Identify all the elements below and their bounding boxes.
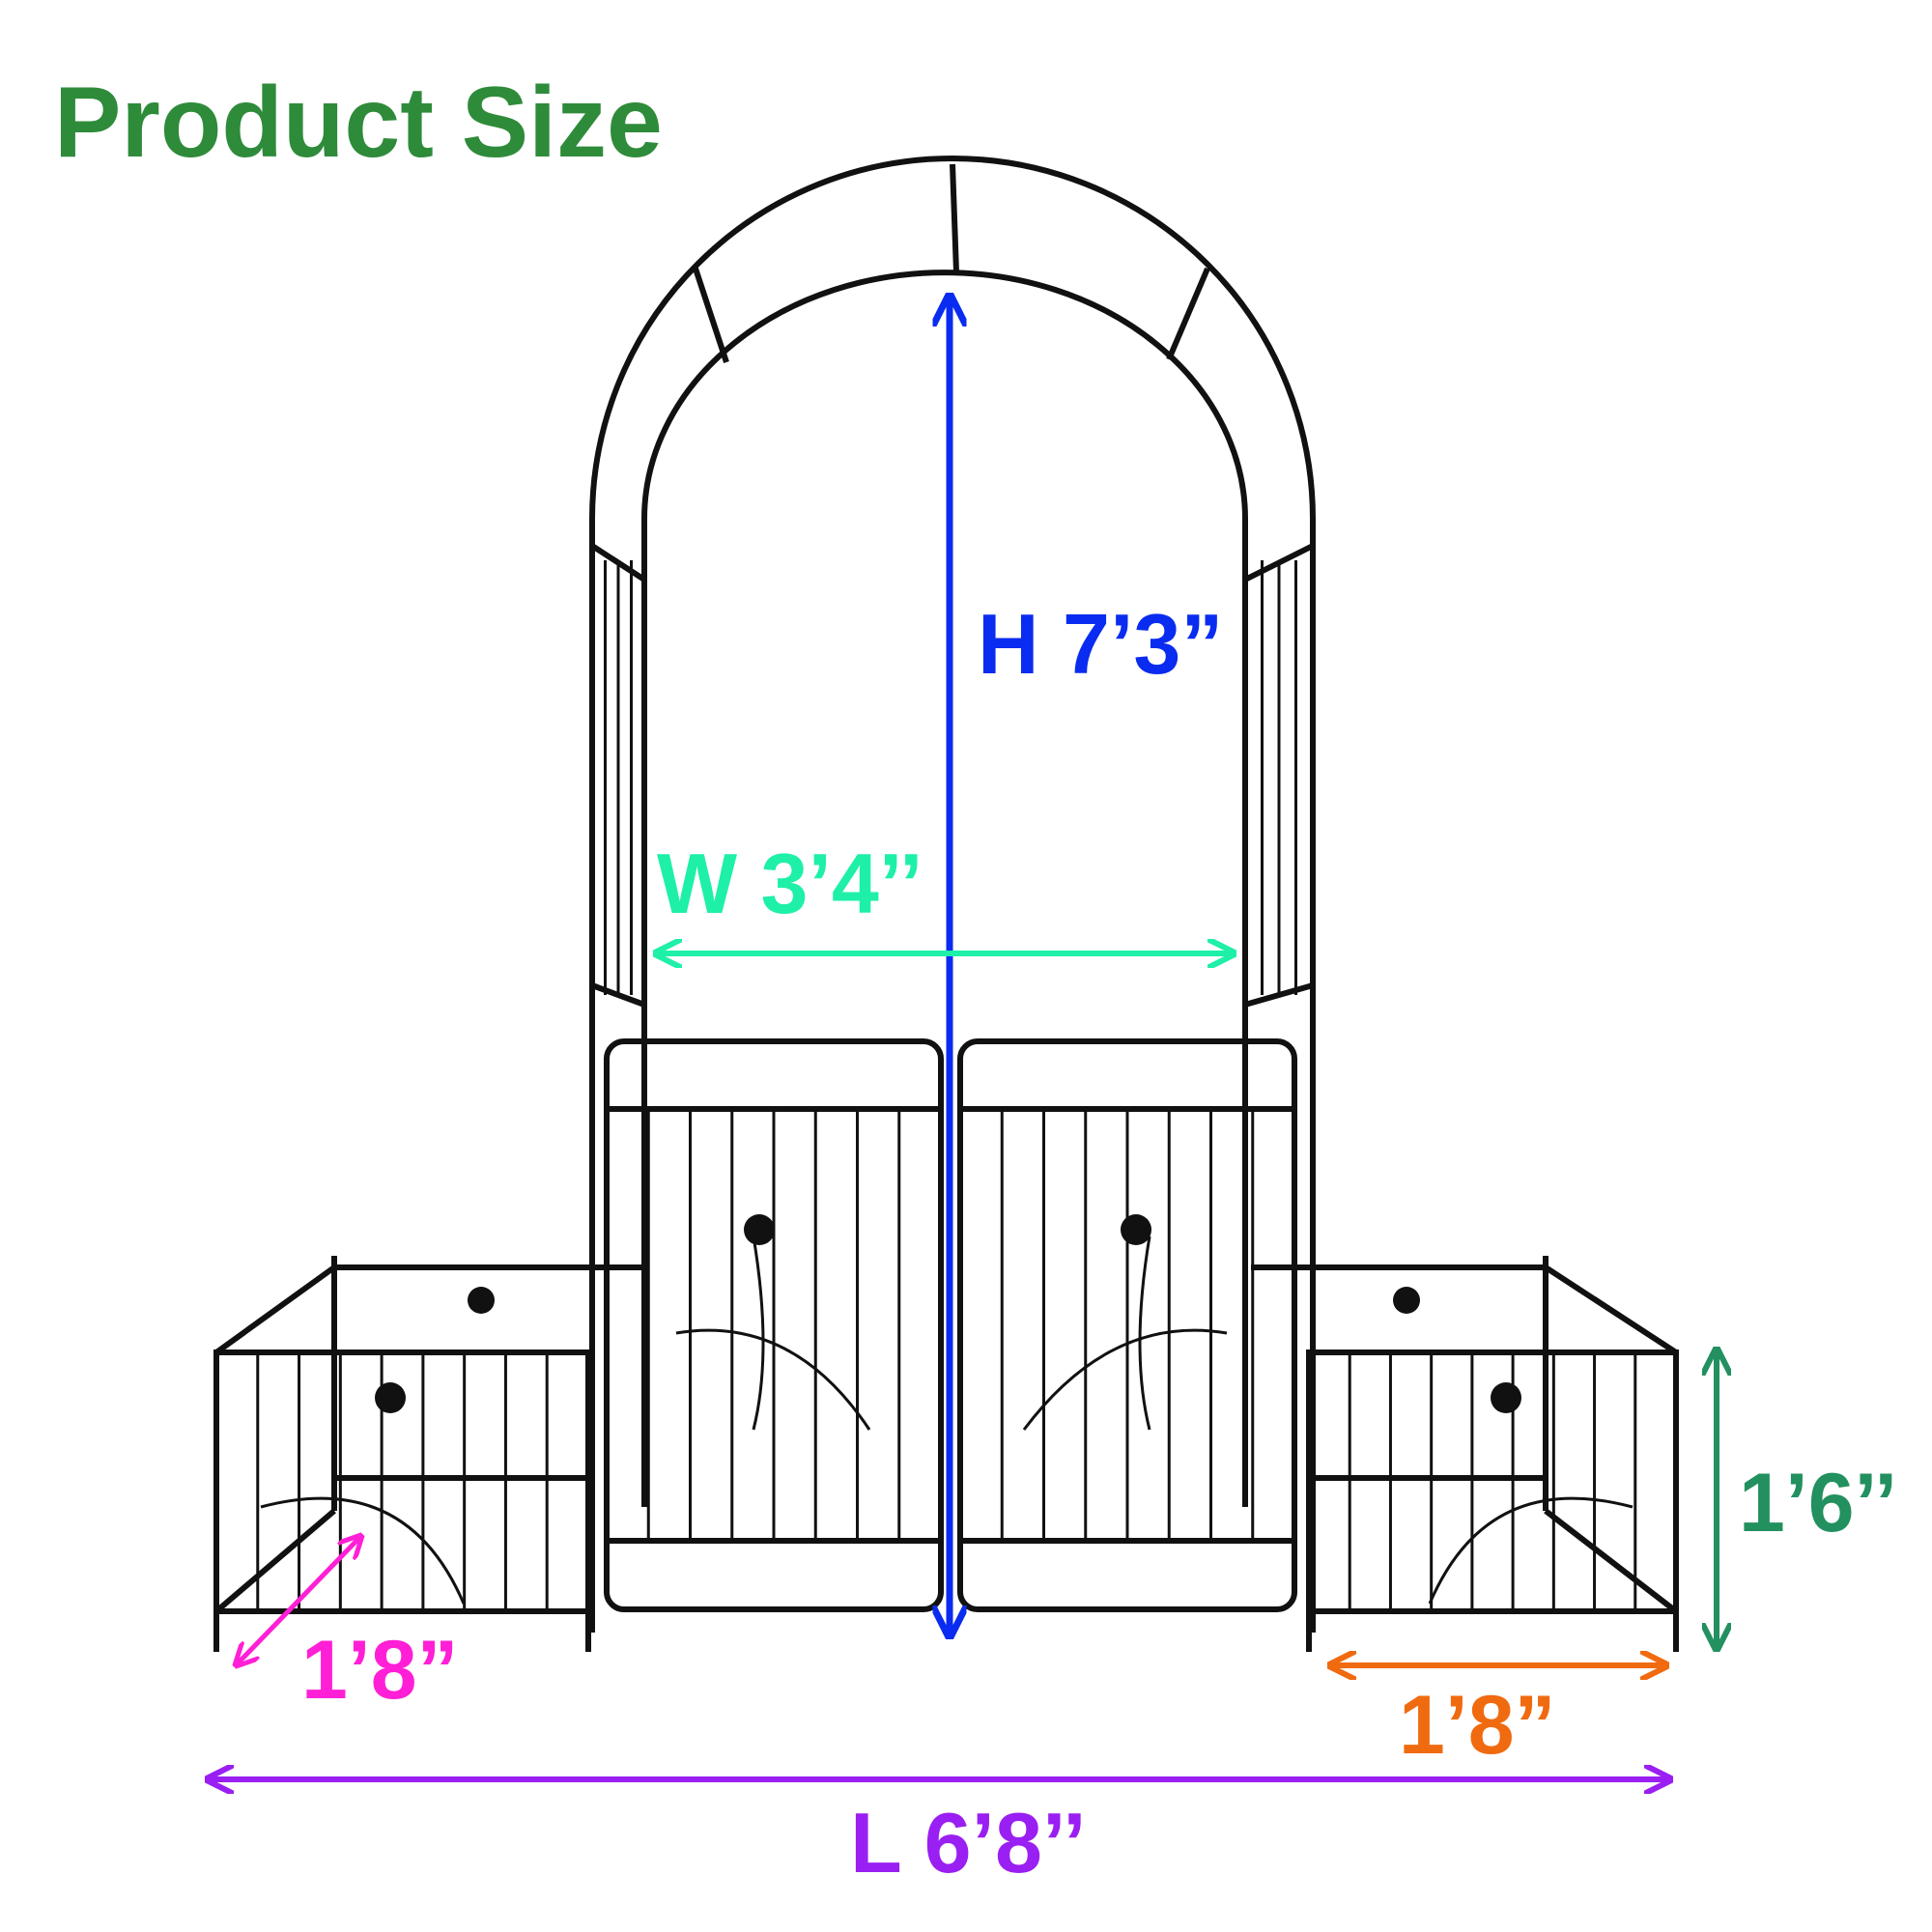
length-label: L 6’8’’	[850, 1795, 1087, 1890]
outer-arch	[589, 156, 1316, 1633]
width-label: W 3’4’’	[657, 836, 923, 931]
planter-height-label: 1’6’’	[1739, 1457, 1897, 1549]
height-label: H 7’3”	[978, 596, 1223, 692]
planter-depth-arrow	[238, 1538, 359, 1663]
planter-width-label: 1’8”	[1399, 1679, 1556, 1772]
inner-arch	[641, 270, 1248, 1507]
left-planter	[213, 1256, 644, 1652]
fence-bars	[256, 560, 1637, 1611]
rose-ornaments	[375, 1214, 1521, 1413]
planter-depth-label: 1’8”	[301, 1624, 459, 1717]
page-title: Product Size	[54, 67, 663, 179]
arbor-frame	[213, 156, 1679, 1652]
